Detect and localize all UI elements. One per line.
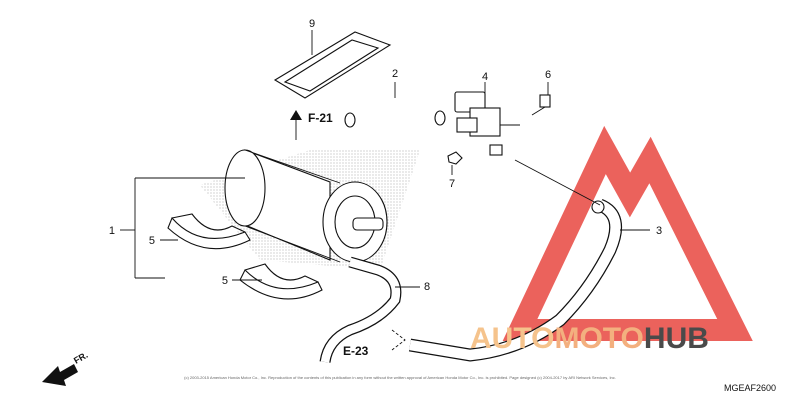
svg-text:E-23: E-23 bbox=[343, 344, 369, 358]
callout-5-upper: 5 bbox=[149, 235, 155, 247]
f21-reference: F-21 bbox=[290, 110, 333, 140]
watermark-triangle-icon bbox=[502, 125, 753, 341]
callout-3: 3 bbox=[656, 225, 662, 237]
callout-2: 2 bbox=[392, 68, 398, 80]
watermark-moto: MOTO bbox=[554, 322, 643, 355]
nut-part bbox=[447, 151, 463, 165]
e23-reference: E-23 bbox=[343, 344, 369, 358]
small-hose-part bbox=[319, 256, 402, 364]
svg-text:AUTOMOTOHUB: AUTOMOTOHUB bbox=[470, 322, 709, 355]
upper-tube-part bbox=[344, 90, 446, 128]
long-hose-part bbox=[408, 198, 623, 362]
watermark-auto: AUTO bbox=[470, 322, 554, 355]
callout-8: 8 bbox=[424, 281, 430, 293]
strap-part bbox=[273, 30, 392, 99]
callout-6: 6 bbox=[545, 69, 551, 81]
watermark-hub: HUB bbox=[644, 322, 709, 355]
callout-9: 9 bbox=[309, 18, 315, 30]
watermark-logo: AUTOMOTOHUB bbox=[470, 322, 709, 355]
bolt-part bbox=[531, 94, 551, 116]
svg-text:F-21: F-21 bbox=[308, 111, 333, 125]
copyright-text: (c) 2003-2015 American Honda Motor Co., … bbox=[184, 375, 616, 380]
solenoid-valve-part bbox=[454, 91, 520, 156]
callout-1: 1 bbox=[109, 225, 115, 237]
diagram-code: MGEAF2600 bbox=[724, 383, 776, 393]
callout-7: 7 bbox=[449, 178, 455, 190]
callout-5-lower: 5 bbox=[222, 275, 228, 287]
front-direction-arrow-icon: FR. bbox=[42, 350, 90, 386]
bracket-part-upper bbox=[167, 213, 251, 250]
callout-4: 4 bbox=[482, 71, 488, 83]
leader-lines bbox=[120, 82, 650, 351]
bracket-part-lower bbox=[239, 263, 323, 300]
front-label: FR. bbox=[72, 350, 90, 366]
